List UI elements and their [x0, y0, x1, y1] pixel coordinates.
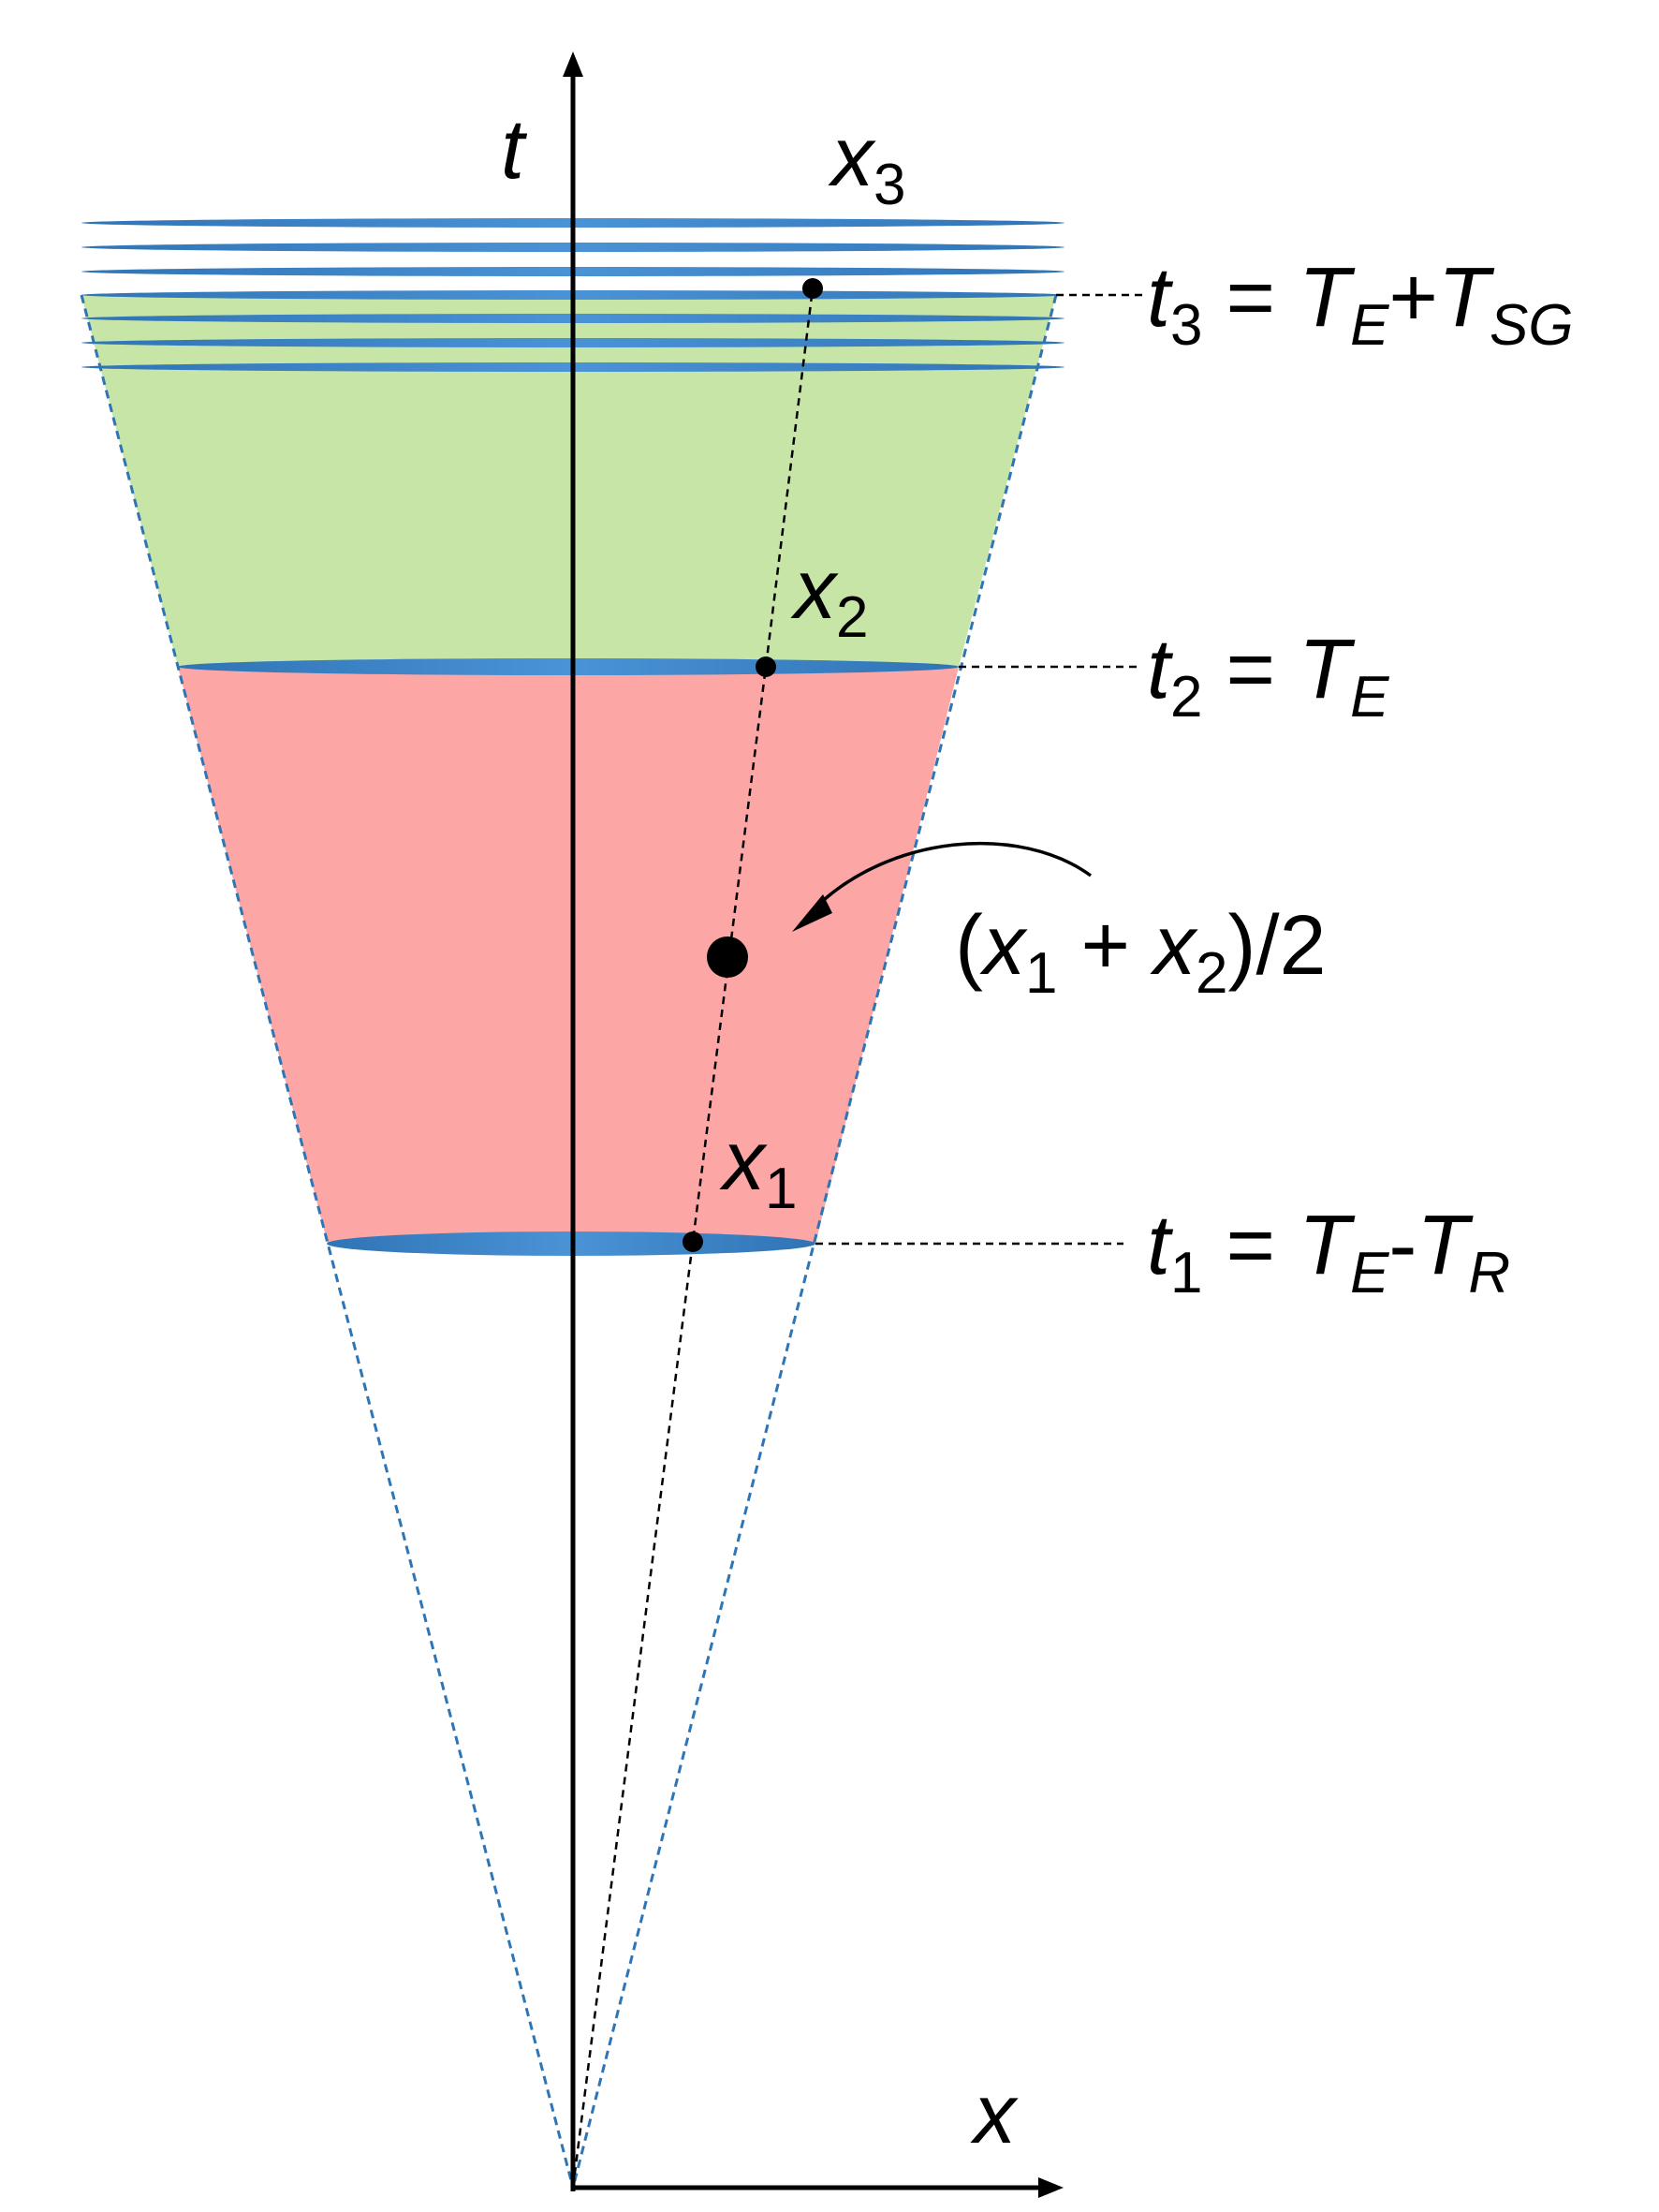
cone-edge-left — [80, 294, 575, 2189]
point-x1 — [683, 1231, 703, 1252]
label-x1: x1 — [719, 1114, 797, 1221]
x-axis-arrowhead — [1038, 2177, 1064, 2198]
t-axis-arrowhead — [563, 52, 583, 77]
point-x3 — [802, 278, 823, 299]
label-x2: x2 — [790, 543, 868, 650]
midpoint-label: (x1 + x2)/2 — [955, 899, 1327, 1006]
midpoint-dot — [707, 936, 748, 978]
worldline — [571, 288, 815, 2189]
t2-equation: t2 = TE — [1147, 623, 1389, 730]
point-x2 — [756, 656, 776, 677]
midpoint-arrowhead — [792, 894, 832, 932]
t2-disk — [178, 658, 959, 675]
label-x3: x3 — [828, 111, 905, 217]
t-axis-label: t — [501, 103, 528, 197]
t3-equation: t3 = TE+TSG — [1147, 251, 1574, 358]
green-region — [81, 295, 1056, 667]
red-region — [178, 667, 959, 1244]
x-axis-label: x — [970, 2068, 1019, 2161]
midpoint-arrow — [811, 841, 1093, 912]
t1-equation: t1 = TE-TR — [1147, 1199, 1510, 1305]
cone-edge-right — [571, 294, 1058, 2189]
